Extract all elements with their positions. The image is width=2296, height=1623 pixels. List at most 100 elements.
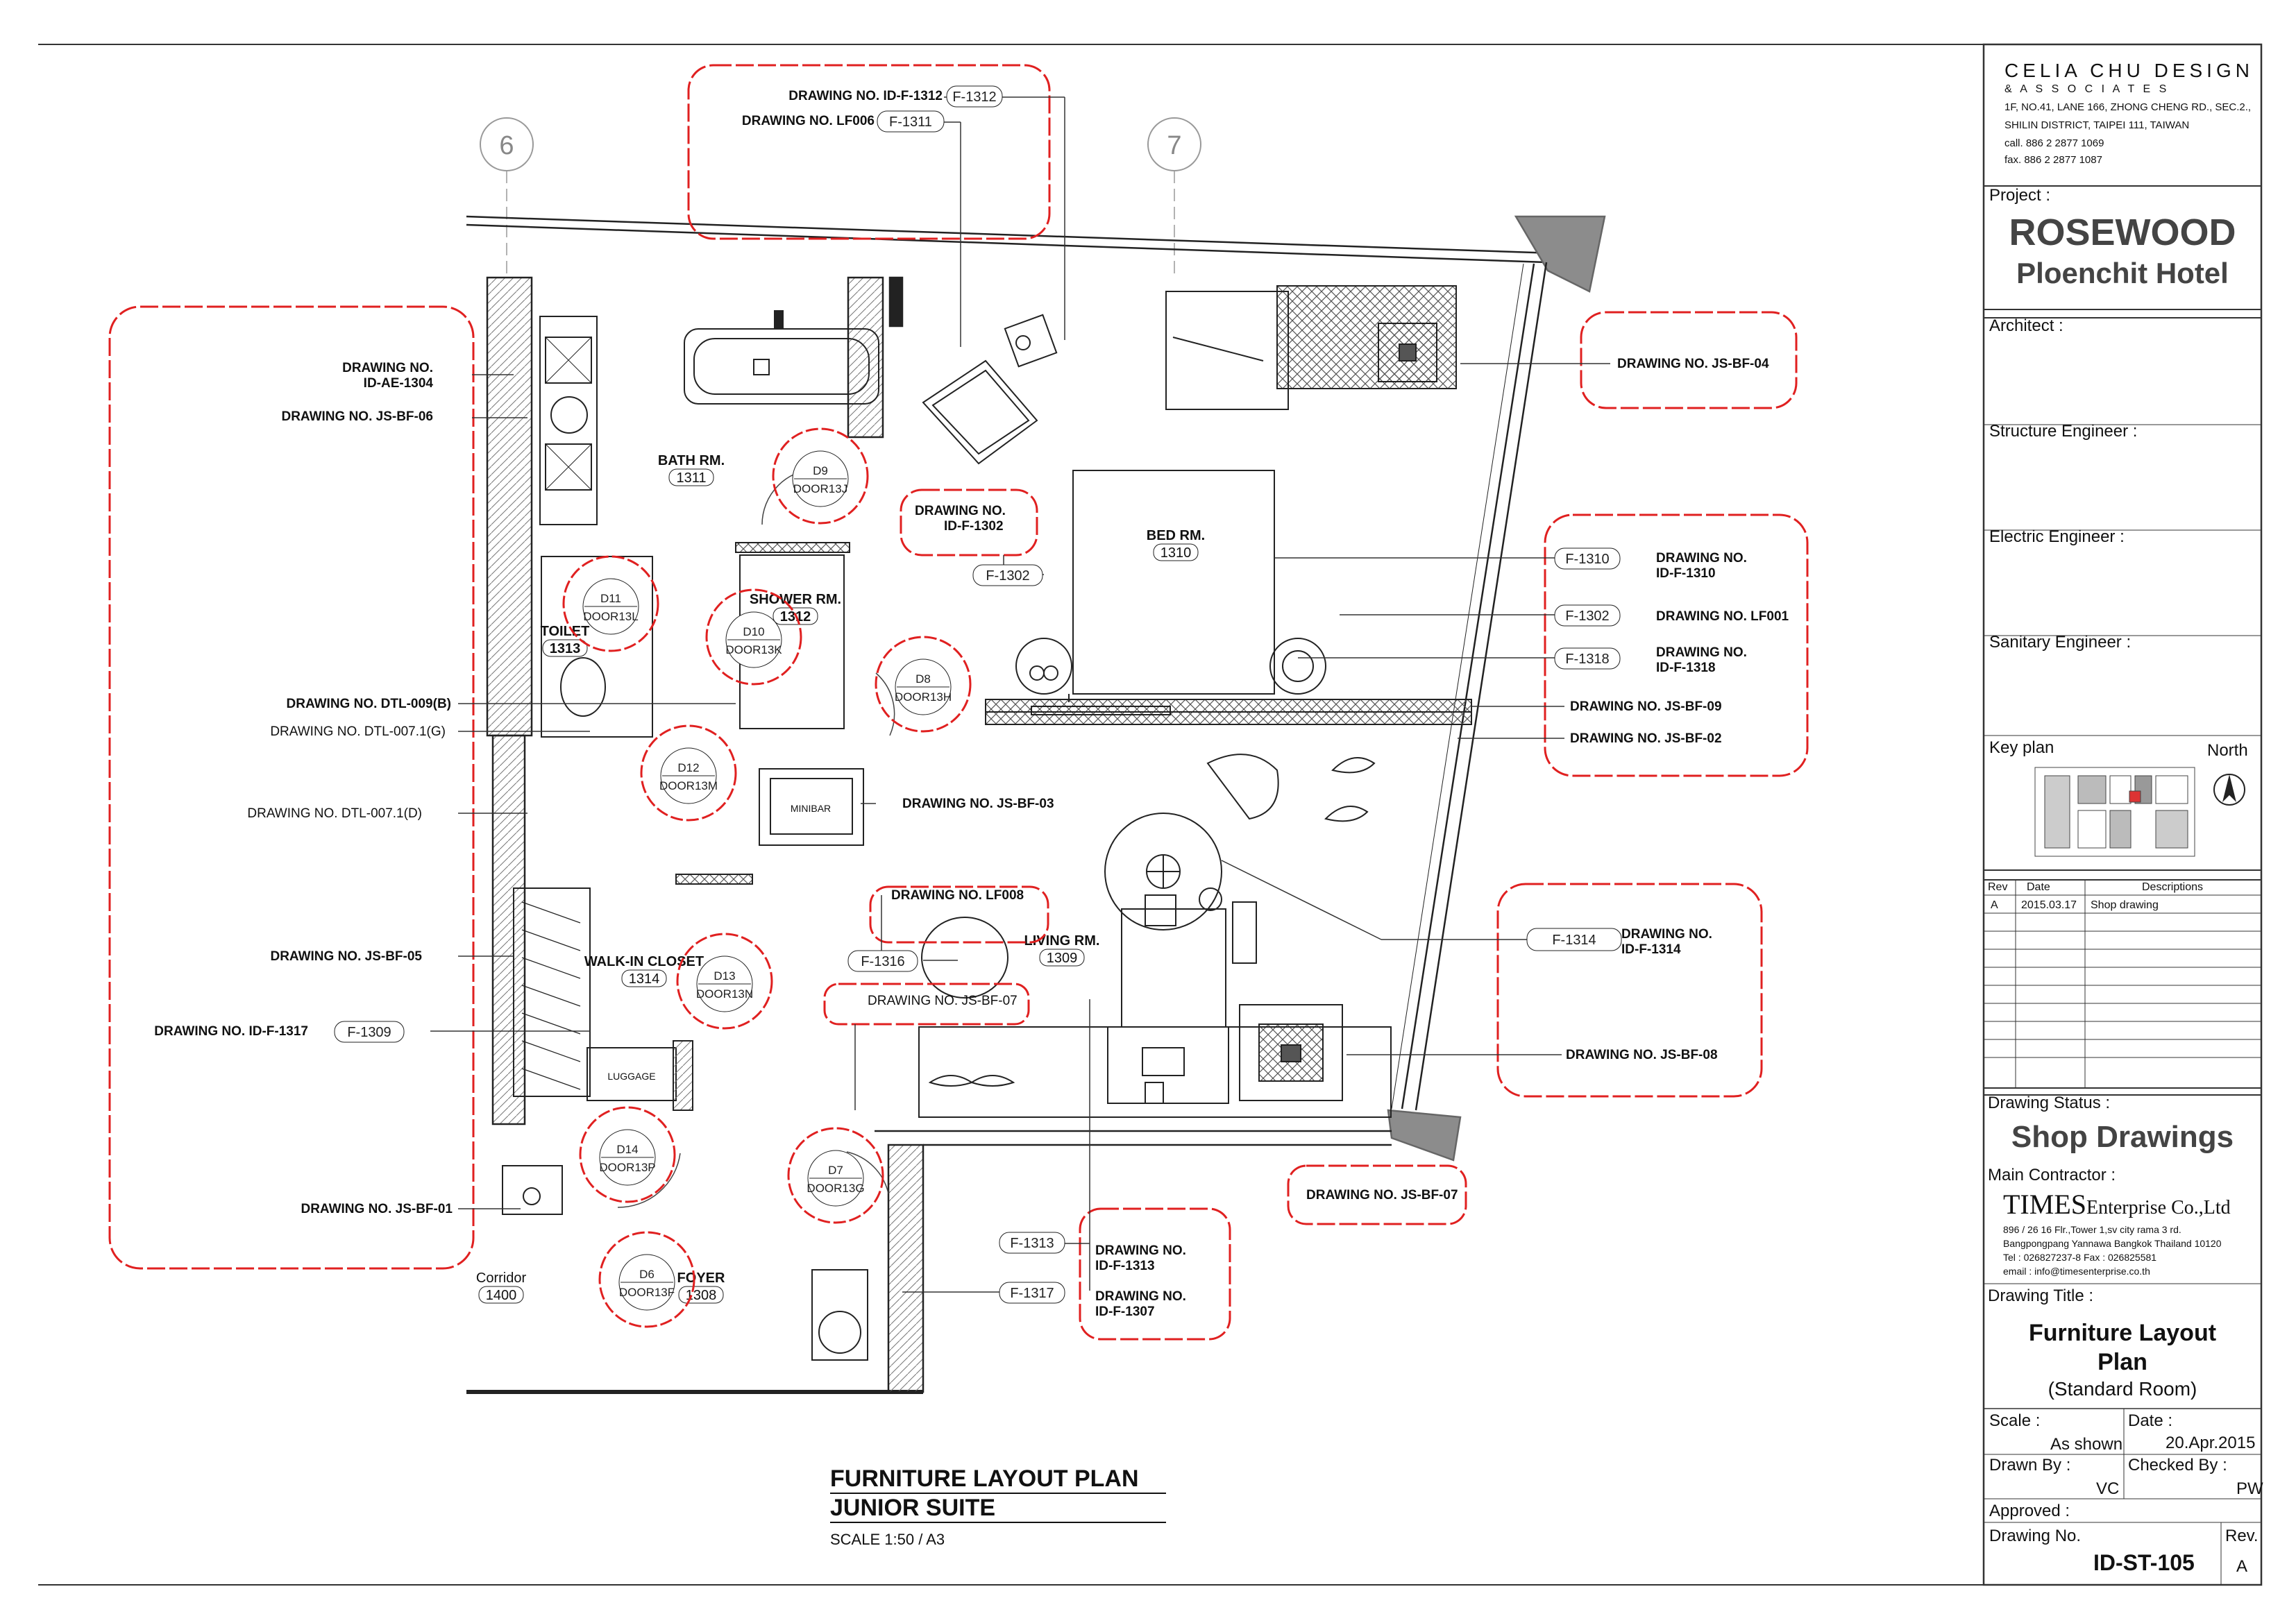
callout-id-f-1318-a: DRAWING NO.	[1656, 645, 1747, 660]
status-value: Shop Drawings	[2011, 1120, 2234, 1154]
callout-id-f-1310-b: ID-F-1310	[1656, 566, 1716, 581]
plan-title-line2: JUNIOR SUITE	[830, 1495, 995, 1521]
callout-id-f-1302-b: ID-F-1302	[944, 519, 1004, 534]
callout-lf006: DRAWING NO. LF006	[742, 114, 875, 128]
svg-text:TOILET: TOILET	[541, 624, 590, 639]
rev-row-1-date: 2015.03.17	[2021, 899, 2077, 911]
firm-tel: call. 886 2 2877 1069	[2004, 137, 2104, 149]
callout-js-bf-03: DRAWING NO. JS-BF-03	[902, 797, 1054, 811]
contractor-address-2: Bangpongpang Yannawa Bangkok Thailand 10…	[2003, 1238, 2222, 1249]
closet-fixtures	[502, 874, 868, 1361]
date-value: 20.Apr.2015	[2166, 1434, 2256, 1452]
callout-id-f-1314-a: DRAWING NO.	[1621, 927, 1712, 942]
tag-f1311: F-1311	[877, 110, 945, 133]
drawing-title-label: Drawing Title :	[1988, 1286, 2094, 1305]
architect-label: Architect :	[1989, 316, 2063, 335]
callout-texts: DRAWING NO. ID-F-1312 DRAWING NO. LF006 …	[154, 89, 1789, 1319]
svg-text:F-1317: F-1317	[1010, 1286, 1054, 1301]
svg-text:DOOR13K: DOOR13K	[725, 643, 782, 656]
drawing-no-value: ID-ST-105	[2093, 1550, 2195, 1575]
svg-text:DOOR13J: DOOR13J	[793, 482, 847, 495]
callout-id-f-1307-b: ID-F-1307	[1095, 1305, 1155, 1319]
callout-ae-1304-a: DRAWING NO.	[342, 361, 433, 375]
status-label: Drawing Status :	[1988, 1094, 2111, 1112]
drawing-no-label: Drawing No.	[1989, 1527, 2082, 1545]
contractor-name: TIMESEnterprise Co.,Ltd	[2003, 1188, 2231, 1221]
svg-text:1400: 1400	[486, 1288, 517, 1303]
callout-js-bf-06: DRAWING NO. JS-BF-06	[281, 409, 433, 424]
svg-text:F-1311: F-1311	[889, 114, 932, 130]
plan-scale: SCALE 1:50 / A3	[830, 1531, 945, 1548]
svg-text:1311: 1311	[676, 470, 706, 486]
firm-fax: fax. 886 2 2877 1087	[2004, 154, 2102, 166]
checked-label: Checked By :	[2128, 1456, 2227, 1475]
tag-f1312: F-1312	[946, 85, 1003, 108]
tag-f1310: F-1310	[1554, 547, 1621, 570]
svg-text:SHOWER RM.: SHOWER RM.	[750, 592, 841, 607]
north-arrow-icon	[2213, 774, 2245, 806]
contractor-label: Main Contractor :	[1988, 1166, 2116, 1184]
svg-text:BATH RM.: BATH RM.	[658, 453, 725, 468]
svg-text:FOYER: FOYER	[677, 1271, 725, 1286]
leader-lines	[430, 96, 1610, 1293]
drawing-title-2: Plan	[2097, 1349, 2147, 1375]
building-walls	[466, 215, 1606, 1394]
svg-text:F-1312: F-1312	[952, 90, 996, 105]
desk-area	[1165, 285, 1457, 410]
svg-text:D14: D14	[616, 1143, 638, 1156]
drawing-title-3: (Standard Room)	[2048, 1378, 2197, 1400]
svg-text:1314: 1314	[629, 971, 660, 987]
grid-label-6: 6	[499, 131, 514, 160]
callout-id-f-1318-b: ID-F-1318	[1656, 661, 1716, 675]
callout-js-bf-05: DRAWING NO. JS-BF-05	[270, 949, 422, 964]
svg-text:F-1302: F-1302	[986, 568, 1029, 584]
room-bed: BED RM. 1310	[1147, 528, 1205, 561]
svg-text:F-1316: F-1316	[861, 954, 904, 969]
rev-head-desc: Descriptions	[2142, 881, 2204, 893]
svg-text:DOOR13G: DOOR13G	[807, 1182, 864, 1195]
svg-text:DOOR13M: DOOR13M	[659, 779, 718, 792]
callout-id-f-1310-a: DRAWING NO.	[1656, 551, 1747, 566]
callout-lf001: DRAWING NO. LF001	[1656, 609, 1789, 624]
callout-id-f-1313-b: ID-F-1313	[1095, 1259, 1155, 1273]
tag-f1318: F-1318	[1554, 647, 1621, 670]
tag-f1314: F-1314	[1526, 928, 1622, 951]
callout-js-bf-09: DRAWING NO. JS-BF-09	[1570, 699, 1722, 714]
tag-f1313: F-1313	[999, 1232, 1065, 1254]
callout-ae-1304-b: ID-AE-1304	[364, 376, 434, 391]
callout-js-bf-01: DRAWING NO. JS-BF-01	[301, 1202, 453, 1216]
grid-line-6: 6	[480, 117, 534, 278]
svg-text:DOOR13N: DOOR13N	[696, 987, 753, 1001]
svg-text:DOOR13H: DOOR13H	[895, 690, 952, 704]
plan-title: FURNITURE LAYOUT PLAN JUNIOR SUITE SCALE…	[830, 1465, 1166, 1548]
scale-label: Scale :	[1989, 1411, 2041, 1430]
svg-text:DOOR13P: DOOR13P	[599, 1161, 655, 1174]
svg-text:F-1318: F-1318	[1565, 652, 1609, 667]
contractor-address-1: 896 / 26 16 Flr.,Tower 1,sv city rama 3 …	[2003, 1224, 2181, 1235]
room-living: LIVING RM.1309	[1024, 933, 1099, 967]
contractor-name-main: TIMES	[2003, 1189, 2086, 1220]
svg-text:1310: 1310	[1160, 545, 1192, 561]
tag-f1302-r: F-1302	[1554, 604, 1621, 627]
svg-text:BED RM.: BED RM.	[1147, 528, 1205, 543]
minibar-label: MINIBAR	[791, 803, 831, 814]
callout-id-f-1307-a: DRAWING NO.	[1095, 1289, 1186, 1304]
sanitary-label: Sanitary Engineer :	[1989, 633, 2132, 652]
svg-text:1309: 1309	[1047, 951, 1078, 966]
contractor-name-sub: Enterprise Co.,Ltd	[2086, 1197, 2231, 1218]
structure-label: Structure Engineer :	[1989, 422, 2138, 441]
callout-js-bf-04: DRAWING NO. JS-BF-04	[1617, 357, 1769, 371]
svg-text:Corridor: Corridor	[476, 1271, 527, 1286]
north-label: North	[2207, 741, 2248, 760]
contractor-email: email : info@timesenterprise.co.th	[2003, 1266, 2150, 1277]
